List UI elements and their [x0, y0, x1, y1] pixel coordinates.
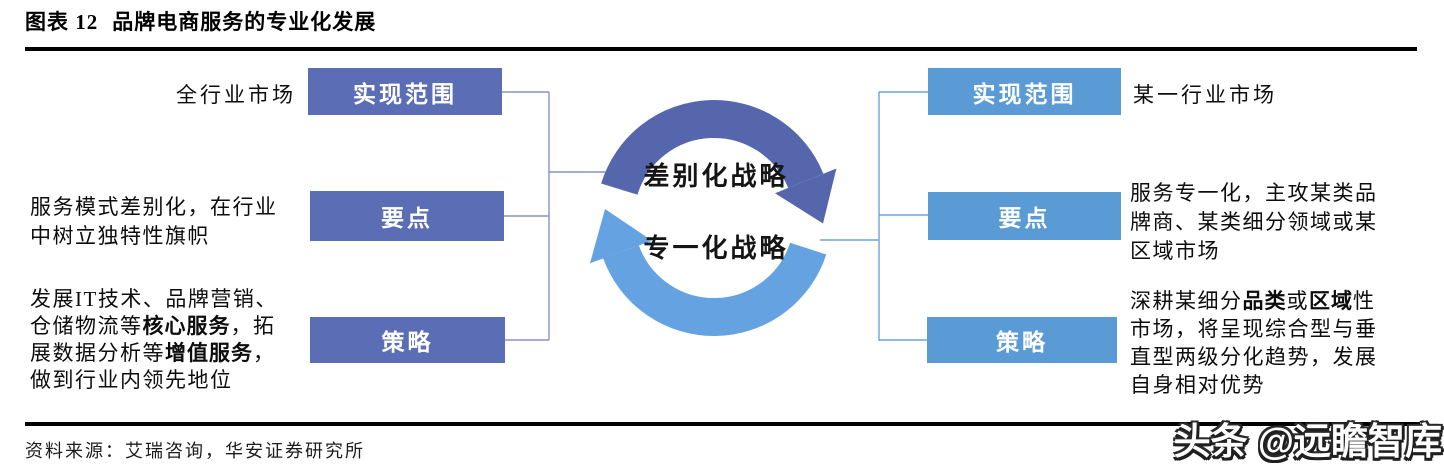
right-box-strategy: 策略 — [927, 317, 1117, 363]
source-note: 资料来源：艾瑞咨询，华安证券研究所 — [25, 441, 365, 461]
left-box-keypoint: 要点 — [310, 191, 504, 241]
title-rule — [25, 47, 1417, 51]
watermark: 头条 @远瞻智库 — [1173, 421, 1442, 462]
footer-rule — [25, 422, 1420, 426]
right-bracket-connector — [820, 91, 928, 341]
right-text-keypoint: 服务专一化，主攻某类品牌商、某类细分领域或某区域市场 — [1130, 181, 1378, 263]
right-box-scope: 实现范围 — [928, 68, 1121, 115]
right-bracket-lines — [820, 91, 928, 341]
left-text-keypoint: 服务模式差别化，在行业中树立独特性旗帜 — [30, 195, 278, 248]
cycle-label-differentiation: 差别化战略 — [643, 162, 789, 191]
left-bracket-connector — [502, 91, 606, 341]
left-text-scope: 全行业市场 — [176, 83, 296, 107]
left-bracket-lines — [502, 91, 606, 341]
cycle-label-specialization: 专一化战略 — [643, 234, 789, 263]
left-text-strategy: 发展IT技术、品牌营销、仓储物流等核心服务，拓展数据分析等增值服务，做到行业内领… — [30, 287, 278, 392]
figure-title-text: 品牌电商服务的专业化发展 — [112, 10, 377, 34]
left-box-strategy: 策略 — [310, 317, 505, 363]
left-box-scope: 实现范围 — [308, 68, 502, 115]
right-text-strategy: 深耕某细分品类或区域性市场，将呈现综合型与垂直型两级分化趋势，发展自身相对优势 — [1130, 289, 1378, 397]
right-text-scope: 某一行业市场 — [1133, 83, 1277, 107]
figure-label: 图表 12 — [25, 10, 99, 34]
figure-title: 图表 12 品牌电商服务的专业化发展 — [25, 6, 376, 36]
right-box-keypoint: 要点 — [928, 192, 1121, 240]
